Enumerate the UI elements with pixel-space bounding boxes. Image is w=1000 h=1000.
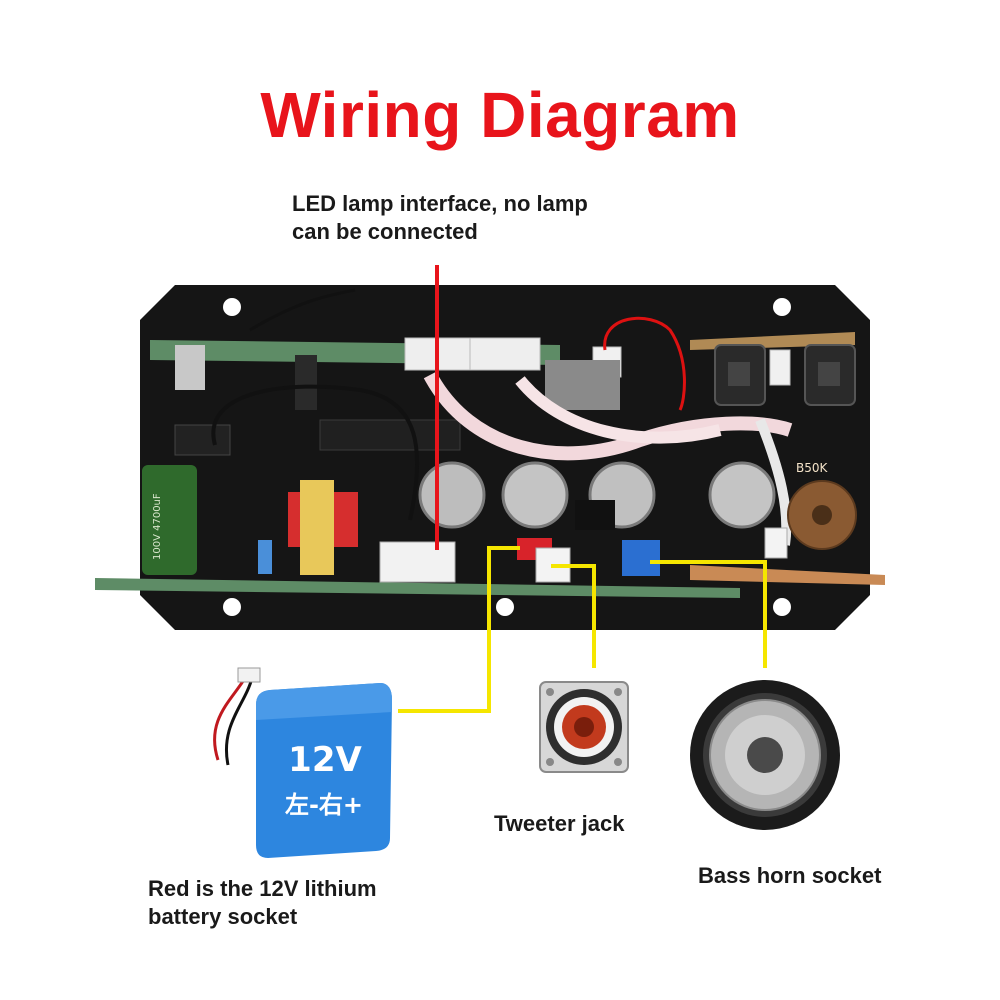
battery-label-line-2: battery socket [148, 904, 298, 929]
battery-pack [213, 667, 392, 858]
tweeter [539, 681, 629, 773]
pot-marking: B50K [796, 461, 829, 475]
tweeter-jack-label: Tweeter jack [494, 811, 625, 836]
circuit-board: 100V 4700uF [95, 288, 885, 598]
diagram-title: Wiring Diagram [260, 79, 740, 151]
bass-horn-socket-label: Bass horn socket [698, 863, 882, 888]
tweeter-pointer-line [551, 564, 596, 668]
battery-voltage-print: 12V [288, 740, 362, 780]
yellow-pointer-lines [398, 546, 767, 713]
svg-text:100V 4700uF: 100V 4700uF [152, 493, 163, 560]
led-label-line-2: can be connected [292, 219, 478, 244]
bass-pointer-line [650, 560, 767, 668]
led-interface-label: LED lamp interface, no lamp can be conne… [292, 190, 588, 246]
battery-socket-label: Red is the 12V lithium battery socket [148, 875, 377, 931]
bass-speaker [690, 680, 840, 830]
led-label-line-1: LED lamp interface, no lamp [292, 191, 588, 216]
battery-polarity-print: 左-右+ [284, 791, 364, 819]
battery-pointer-line [398, 546, 520, 713]
battery-label-line-1: Red is the 12V lithium [148, 876, 377, 901]
